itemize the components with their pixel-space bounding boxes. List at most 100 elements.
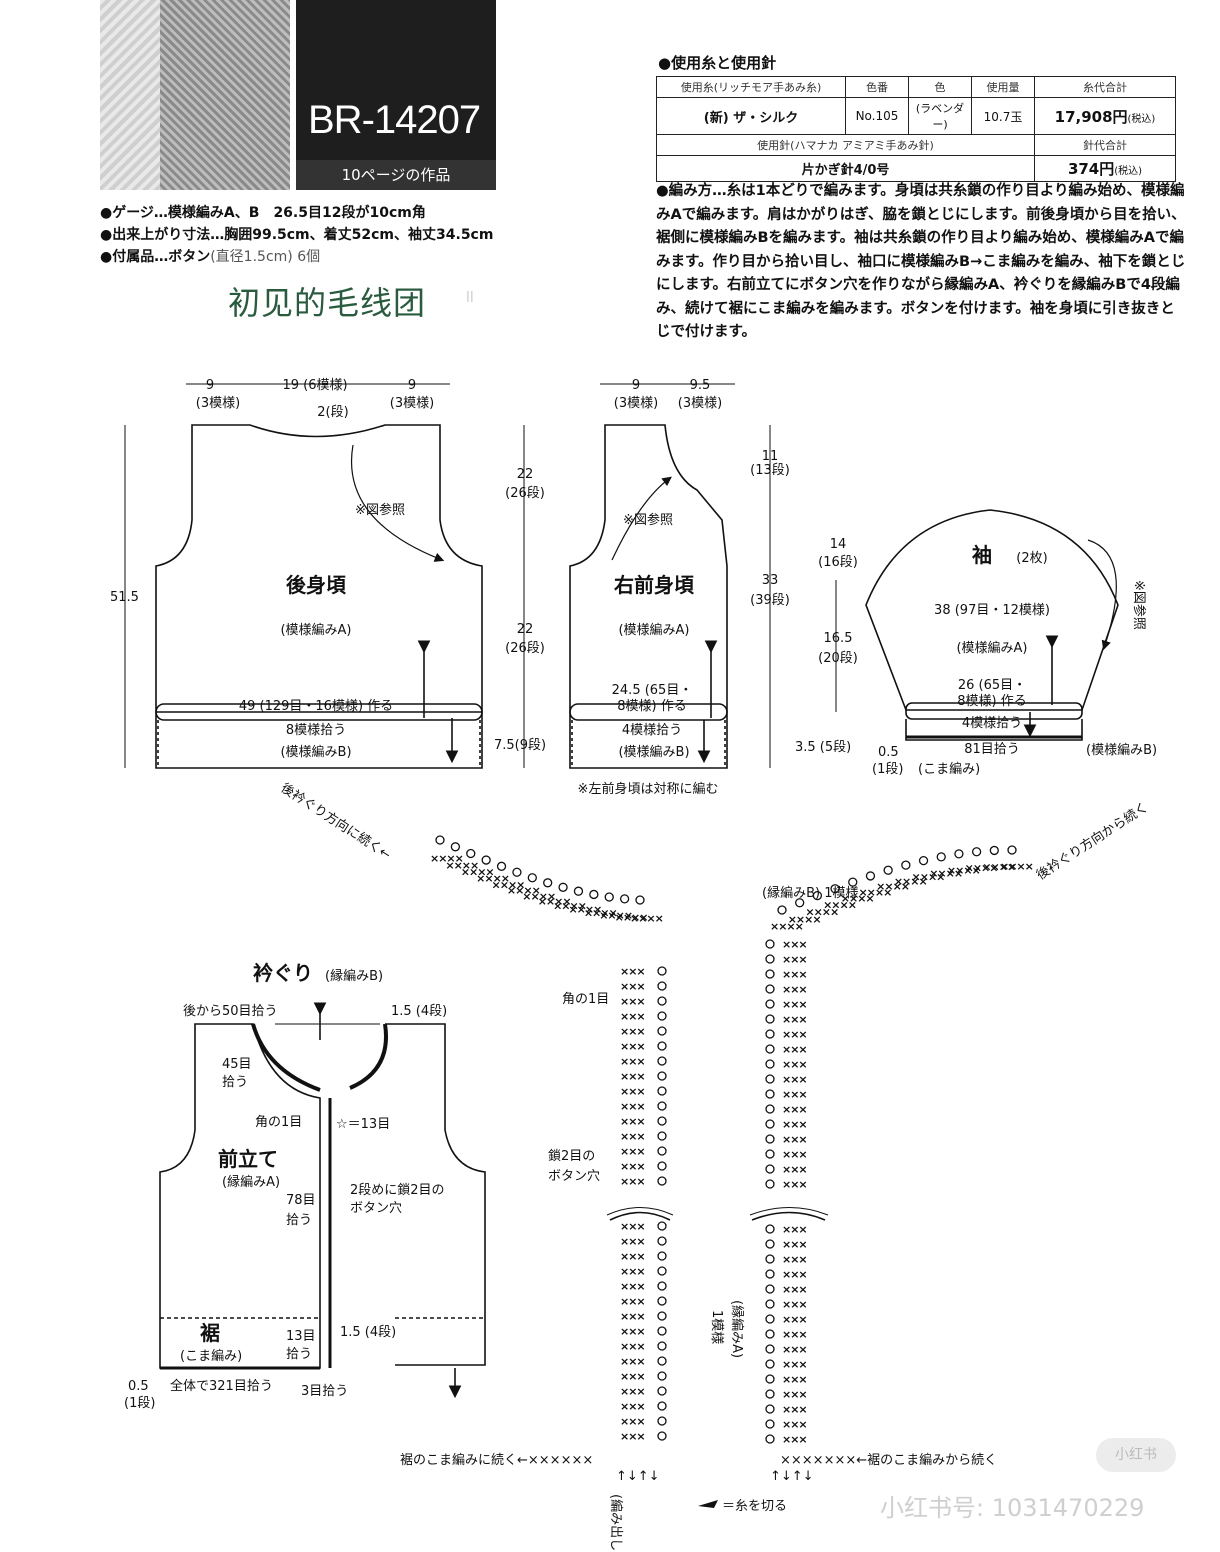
picot-symbol — [657, 1251, 667, 1261]
picot-symbol — [604, 892, 614, 902]
crochet-symbol: ××× — [782, 1313, 807, 1326]
svg-text:13目: 13目 — [286, 1329, 316, 1344]
crochet-symbol: ×××× — [492, 878, 525, 891]
yarn-name: (新) ザ・シルク — [656, 97, 846, 135]
pattern-code-box: BR-14207 — [296, 0, 496, 160]
crochet-symbol: ×××× — [553, 899, 586, 912]
crochet-symbol: ××× — [620, 1415, 645, 1428]
chart-right-top: 後衿ぐり方向から続く — [1033, 799, 1151, 883]
picot-symbol — [657, 1266, 667, 1276]
crochet-symbol: ××× — [782, 1433, 807, 1446]
crochet-symbol: ××× — [782, 1013, 807, 1026]
crochet-symbol: ××× — [782, 1418, 807, 1431]
crochet-symbol: ×××× — [1000, 860, 1033, 873]
crochet-symbol: ××× — [620, 1265, 645, 1278]
crochet-symbol: ××× — [782, 983, 807, 996]
svg-text:(こま編み): (こま編み) — [918, 761, 980, 777]
crochet-symbol: ××× — [620, 1130, 645, 1143]
svg-text:(13段): (13段) — [750, 463, 790, 478]
yarn-table: 使用糸(リッチモア手あみ糸) 色番 色 使用量 糸代合計 (新) ザ・シルク N… — [656, 76, 1176, 182]
crochet-symbol: ×××× — [507, 884, 540, 897]
crochet-symbol: ××× — [620, 1070, 645, 1083]
picot-symbol — [989, 845, 999, 856]
crochet-symbol: ××× — [620, 1250, 645, 1263]
crochet-symbol: ×××× — [615, 911, 648, 924]
svg-text:16.5: 16.5 — [824, 631, 853, 646]
crochet-symbol: ××× — [782, 1103, 807, 1116]
picot-symbol — [657, 1041, 667, 1051]
garment-photo — [100, 0, 292, 190]
svg-text:(縁編みA): (縁編みA) — [729, 1300, 745, 1358]
neckline-title: 衿ぐり — [253, 961, 313, 985]
crochet-symbol: ××× — [782, 1043, 807, 1056]
picot-symbol — [657, 1026, 667, 1036]
crochet-symbol: ××× — [620, 1010, 645, 1023]
crochet-symbol: ××× — [620, 1400, 645, 1413]
picot-symbol — [657, 1326, 667, 1336]
crochet-symbol: ×××× — [894, 875, 927, 888]
picot-symbol — [883, 865, 893, 875]
picot-symbol — [765, 1029, 775, 1039]
svg-text:4模様拾う: 4模様拾う — [622, 723, 682, 738]
crochet-symbol: ××× — [782, 938, 807, 951]
sleeve-ref-note: ※図参照 — [1131, 580, 1147, 630]
crochet-symbol: ××× — [620, 1220, 645, 1233]
svg-text:14: 14 — [830, 537, 847, 552]
picot-symbol — [765, 939, 775, 949]
picot-symbol — [765, 1224, 775, 1234]
picot-symbol — [657, 966, 667, 976]
crochet-symbol: ××× — [782, 1148, 807, 1161]
svg-text:(3模様): (3模様) — [196, 396, 240, 411]
chart-left-top: 後衿ぐり方向に続く← — [278, 780, 394, 863]
svg-text:9: 9 — [408, 378, 416, 393]
crochet-symbol: ××× — [620, 1325, 645, 1338]
svg-text:拾う: 拾う — [222, 1075, 248, 1090]
crochet-symbol: ××× — [782, 1388, 807, 1401]
picot-symbol — [435, 835, 445, 845]
crochet-symbol: ××× — [782, 1118, 807, 1131]
picot-symbol — [765, 1254, 775, 1264]
crochet-symbol: ××× — [782, 1178, 807, 1191]
crochet-symbol: ××× — [620, 1340, 645, 1353]
picot-symbol — [657, 1236, 667, 1246]
picot-symbol — [481, 855, 491, 865]
crochet-symbol: ×××× — [476, 872, 509, 885]
crochet-symbol: ××× — [782, 1088, 807, 1101]
needle-name: 片かぎ針4/0号 — [656, 155, 1035, 182]
svg-text:(縁編みA): (縁編みA) — [222, 1174, 280, 1190]
crochet-symbol: ×××× — [568, 903, 601, 916]
svg-text:↑↓↑↓: ↑↓↑↓ — [616, 1469, 660, 1484]
crochet-symbol: ××× — [620, 980, 645, 993]
crochet-symbol: ××× — [620, 1160, 645, 1173]
sleeve-title: 袖 — [972, 543, 992, 567]
svg-text:(1段): (1段) — [124, 1396, 155, 1411]
svg-text:(模様編みB): (模様編みB) — [280, 744, 351, 760]
crochet-symbol: ××× — [620, 1280, 645, 1293]
crochet-symbol: ×××× — [876, 880, 909, 893]
accessory-line: ●付属品…ボタン(直径1.5cm) 6個 — [100, 249, 321, 265]
picot-symbol — [765, 1104, 775, 1114]
svg-text:(模様編みA): (模様編みA) — [956, 640, 1027, 656]
svg-text:1.5 (4段): 1.5 (4段) — [391, 1004, 447, 1019]
svg-text:8模様) 作る: 8模様) 作る — [617, 699, 686, 714]
crochet-symbol: ×××× — [584, 906, 617, 919]
color-name: (ラベンダー) — [908, 97, 972, 135]
picot-symbol — [954, 849, 964, 859]
picot-symbol — [971, 847, 982, 857]
svg-text:＝糸を切る: ＝糸を切る — [722, 1499, 787, 1514]
yarn-section-title: ●使用糸と使用針 — [658, 54, 777, 72]
picot-symbol — [765, 1389, 775, 1399]
svg-text:81目拾う: 81目拾う — [964, 742, 1020, 757]
crochet-symbol: ××× — [620, 1310, 645, 1323]
crochet-symbol: ××× — [620, 1355, 645, 1368]
crochet-symbol: ××× — [782, 1163, 807, 1176]
svg-text:(26段): (26段) — [505, 486, 545, 501]
picot-symbol — [657, 981, 667, 991]
svg-text:(39段): (39段) — [750, 593, 790, 608]
svg-text:11: 11 — [762, 449, 779, 464]
svg-text:ボタン穴: ボタン穴 — [548, 1169, 600, 1184]
pattern-code: BR-14207 — [308, 98, 481, 142]
picot-symbol — [635, 895, 645, 905]
picot-symbol — [657, 1431, 667, 1441]
svg-text:(模様編みA): (模様編みA) — [618, 622, 689, 638]
